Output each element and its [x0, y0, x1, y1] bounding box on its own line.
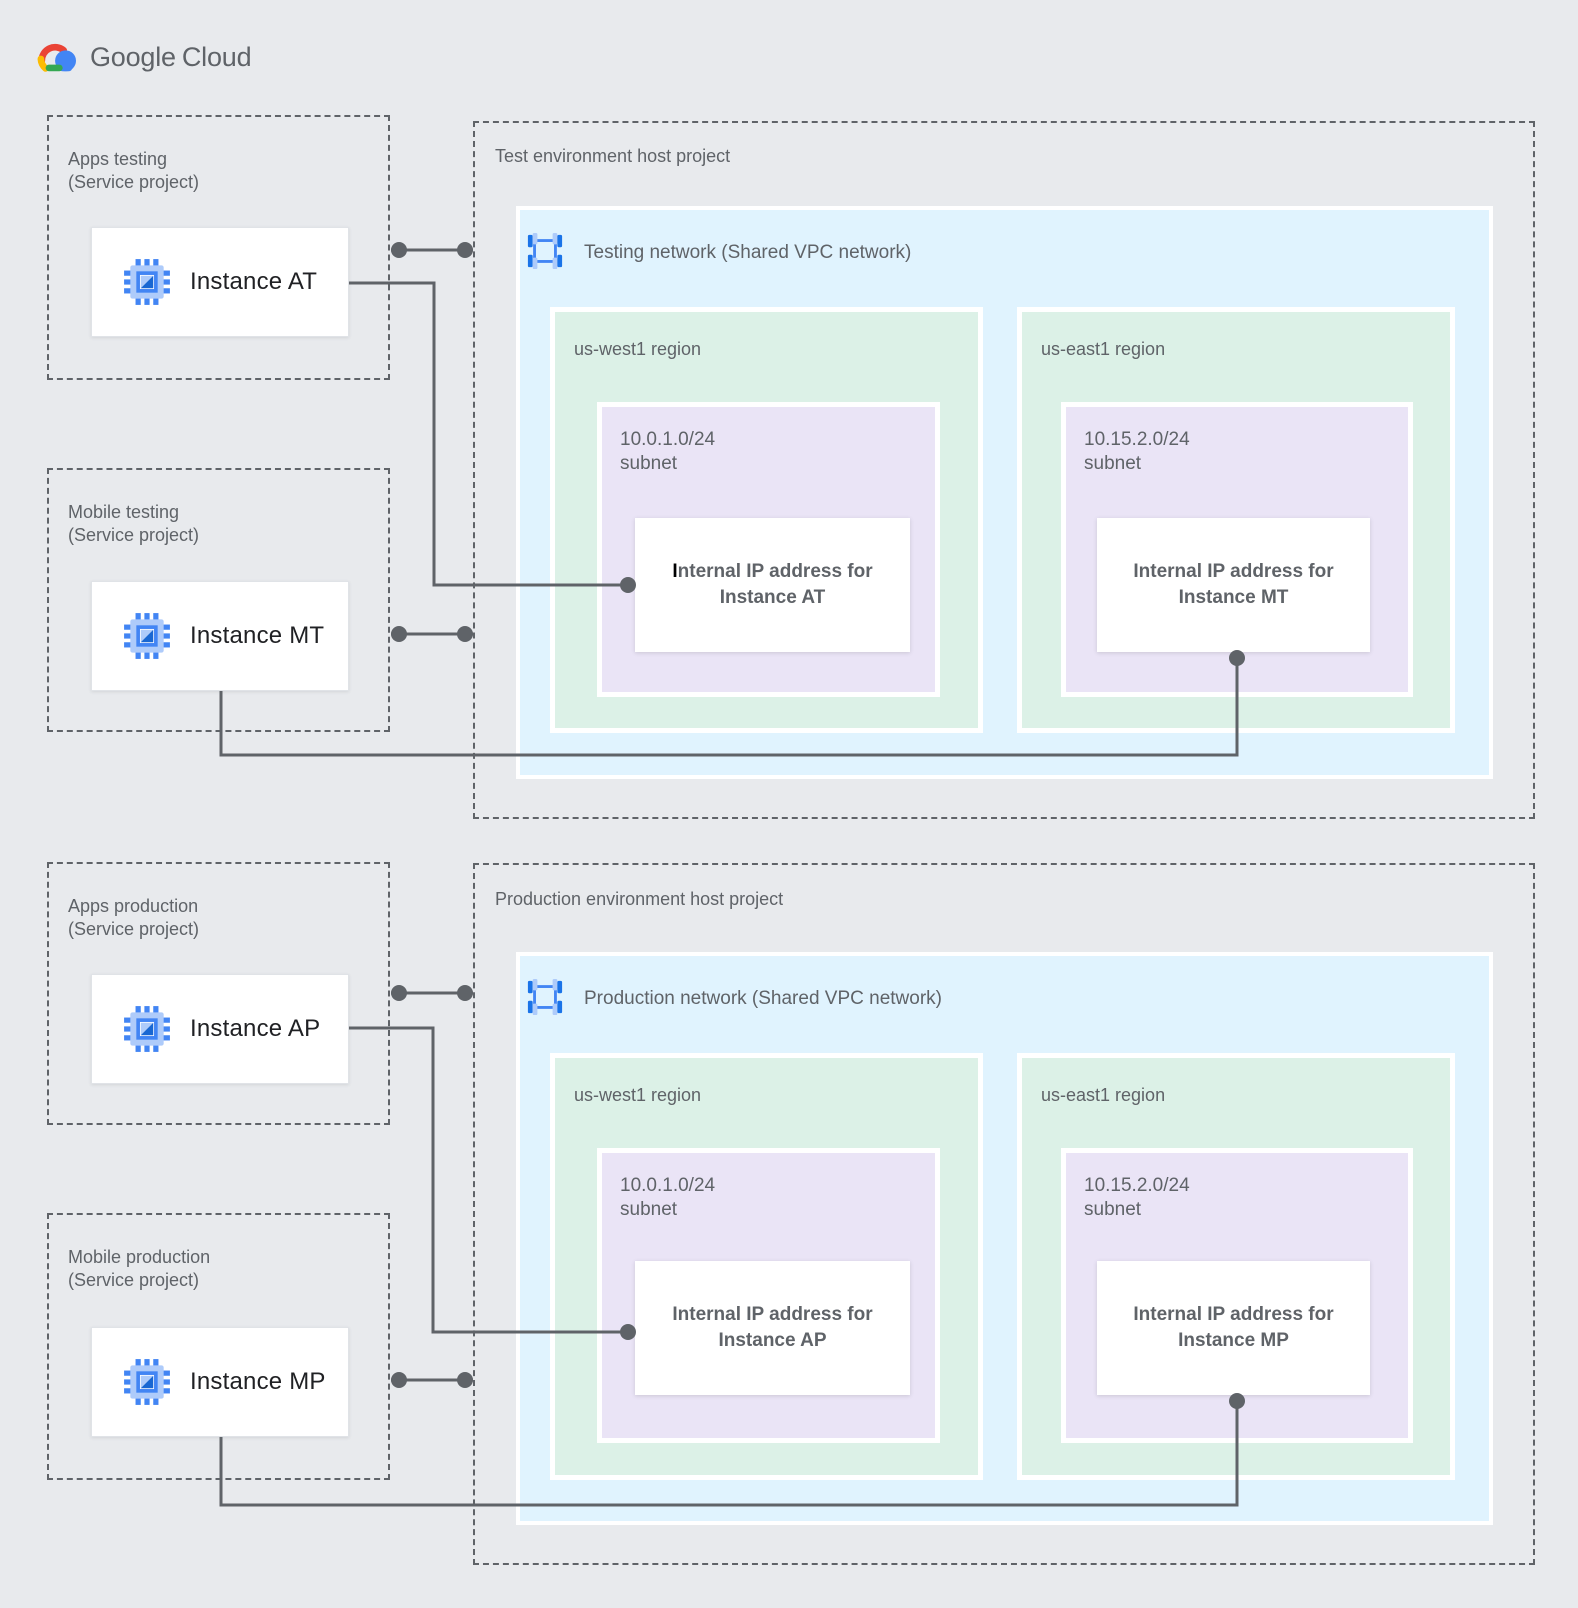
mobile-production-subtitle: (Service project)	[68, 1270, 200, 1290]
ip-at-line2: Instance AT	[719, 587, 826, 608]
internal-ip-box-instance-mt: Internal IP address for Instance MT	[1097, 518, 1370, 652]
ip-at-line1: Internal IP address for	[672, 561, 873, 582]
apps-production-subtitle: (Service project)	[68, 919, 200, 939]
prod-us-east1-region-label: us-east1 region	[1041, 1085, 1166, 1105]
mobile-testing-subtitle: (Service project)	[68, 525, 200, 545]
prod-west-subnet-word: subnet	[620, 1199, 678, 1220]
compute-engine-icon	[124, 613, 170, 659]
instance-at-box: Instance AT	[91, 227, 349, 337]
production-host-project-label: Production environment host project	[495, 889, 784, 909]
instance-ap-box: Instance AP	[91, 974, 349, 1084]
testing-network-label: Testing network (Shared VPC network)	[584, 242, 912, 263]
test-us-west1-region-label: us-west1 region	[574, 339, 702, 359]
instance-at-label: Instance AT	[190, 268, 318, 295]
service-project-apps-production-label: Apps production (Service project)	[68, 895, 199, 941]
logo-google-text: Google	[90, 41, 176, 72]
mobile-production-title: Mobile production	[68, 1247, 211, 1267]
ip-mp-line1: Internal IP address for	[1133, 1304, 1334, 1325]
prod-west-subnet-label: 10.0.1.0/24 subnet	[620, 1174, 715, 1222]
test-host-project-label: Test environment host project	[495, 146, 731, 166]
apps-production-title: Apps production	[68, 896, 199, 916]
test-west-subnet-word: subnet	[620, 453, 678, 474]
connector-apps-testing-to-host	[391, 242, 473, 258]
prod-east-subnet-cidr: 10.15.2.0/24	[1084, 1175, 1190, 1196]
test-east-subnet-cidr: 10.15.2.0/24	[1084, 429, 1190, 450]
service-project-apps-testing-box	[47, 115, 390, 380]
ip-mt-line1: Internal IP address for	[1133, 561, 1334, 582]
google-cloud-cloud-icon	[37, 43, 76, 72]
apps-testing-subtitle: (Service project)	[68, 172, 200, 192]
prod-us-west1-region-label: us-west1 region	[574, 1085, 702, 1105]
instance-mp-box: Instance MP	[91, 1327, 349, 1437]
prod-west-subnet-cidr: 10.0.1.0/24	[620, 1175, 716, 1196]
connector-apps-production-to-host	[391, 985, 473, 1001]
internal-ip-box-instance-at: Internal IP address for Instance AT	[635, 518, 910, 652]
logo-cloud-text: Cloud	[181, 41, 252, 72]
ip-ap-line2: Instance AP	[718, 1330, 827, 1351]
vpc-network-icon	[527, 232, 563, 270]
service-project-mobile-testing-label: Mobile testing (Service project)	[68, 501, 199, 547]
service-project-mobile-testing-box	[47, 468, 390, 732]
service-project-apps-production-box	[47, 862, 390, 1125]
instance-mt-label: Instance MT	[190, 622, 325, 649]
test-west-subnet-cidr: 10.0.1.0/24	[620, 429, 716, 450]
instance-ap-label: Instance AP	[190, 1015, 321, 1042]
apps-testing-title: Apps testing	[68, 149, 168, 169]
instance-mt-box: Instance MT	[91, 581, 349, 691]
service-project-mobile-production-label: Mobile production (Service project)	[68, 1246, 210, 1292]
connector-mobile-production-to-host	[391, 1372, 473, 1388]
connector-mobile-testing-to-host	[391, 626, 473, 642]
internal-ip-box-instance-mp: Internal IP address for Instance MP	[1097, 1261, 1370, 1395]
internal-ip-box-instance-ap: Internal IP address for Instance AP	[635, 1261, 910, 1395]
test-east-subnet-label: 10.15.2.0/24 subnet	[1084, 428, 1190, 476]
compute-engine-icon	[124, 1359, 170, 1405]
test-us-east1-region-label: us-east1 region	[1041, 339, 1166, 359]
ip-mt-line2: Instance MT	[1178, 587, 1289, 608]
compute-engine-icon	[124, 1006, 170, 1052]
test-west-subnet-label: 10.0.1.0/24 subnet	[620, 428, 715, 476]
test-east-subnet-word: subnet	[1084, 453, 1142, 474]
prod-east-subnet-word: subnet	[1084, 1199, 1142, 1220]
production-network-label: Production network (Shared VPC network)	[584, 988, 942, 1009]
instance-mp-label: Instance MP	[190, 1368, 326, 1395]
ip-ap-line1: Internal IP address for	[672, 1304, 873, 1325]
service-project-apps-testing-label: Apps testing (Service project)	[68, 148, 199, 194]
ip-mp-line2: Instance MP	[1178, 1330, 1289, 1351]
prod-east-subnet-label: 10.15.2.0/24 subnet	[1084, 1174, 1190, 1222]
vpc-network-icon	[527, 978, 563, 1016]
service-project-mobile-production-box	[47, 1213, 390, 1480]
mobile-testing-title: Mobile testing	[68, 502, 180, 522]
compute-engine-icon	[124, 259, 170, 305]
